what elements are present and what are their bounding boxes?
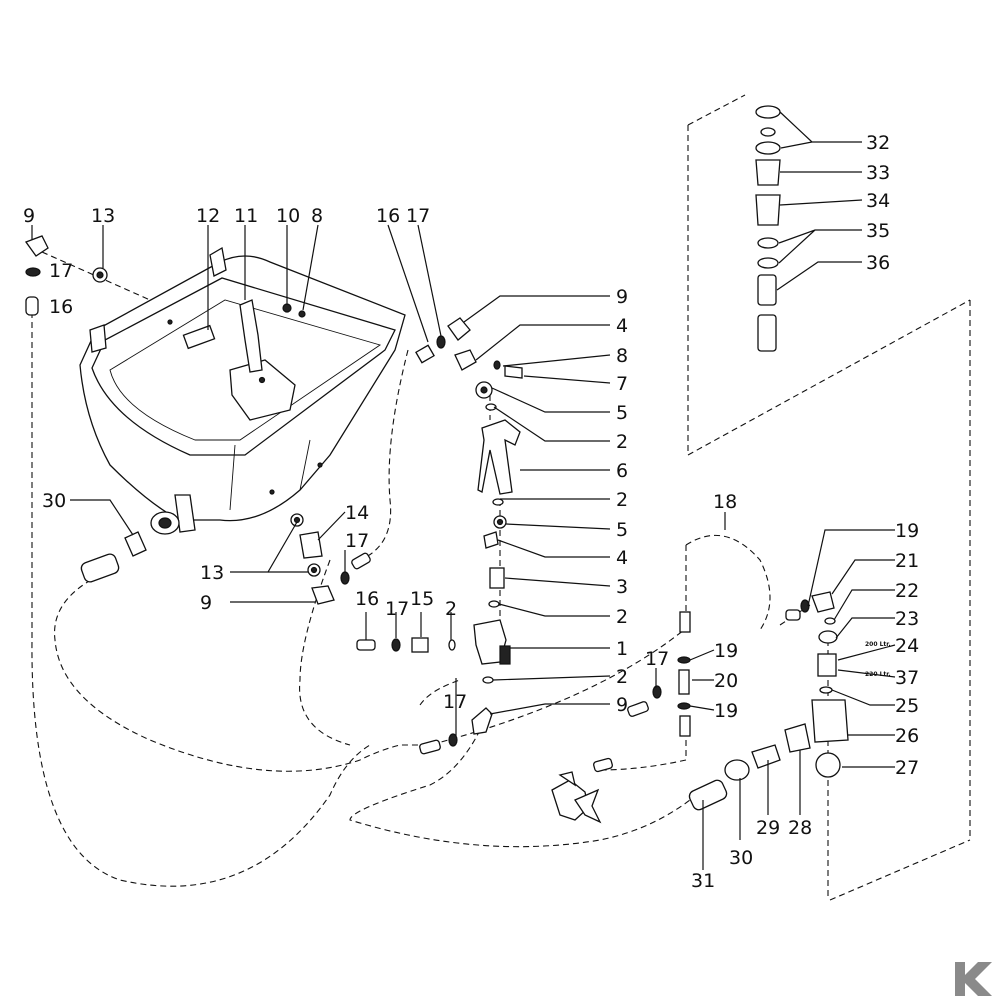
parts-top-right-inset [755, 105, 781, 352]
label-14: 14 [345, 502, 369, 524]
label-19: 19 [714, 700, 738, 722]
leader-lines [31, 111, 896, 870]
label-10: 10 [276, 205, 300, 227]
label-19: 19 [895, 520, 919, 542]
label-9: 9 [616, 694, 628, 716]
label-21: 21 [895, 550, 919, 572]
label-34: 34 [866, 190, 890, 212]
label-27: 27 [895, 757, 919, 779]
hopper-tank [79, 246, 406, 535]
label-17: 17 [645, 648, 669, 670]
label-17: 17 [385, 598, 409, 620]
label-24: 24 [895, 635, 919, 657]
label-32: 32 [866, 132, 890, 154]
label-2: 2 [616, 606, 628, 628]
label-5: 5 [616, 519, 628, 541]
label-28: 28 [788, 817, 812, 839]
label-15: 15 [410, 588, 434, 610]
label-37: 37 [895, 667, 919, 689]
label-2: 2 [445, 598, 457, 620]
label-18: 18 [713, 491, 737, 513]
parts-right-cluster [551, 591, 849, 824]
label-4: 4 [616, 315, 628, 337]
label-16: 16 [49, 296, 73, 318]
parts-lower-left [80, 513, 456, 653]
label-11: 11 [234, 205, 258, 227]
part-number-labels: 9 13 12 11 10 8 16 17 17 16 9 4 8 7 5 2 … [23, 132, 919, 892]
label-8: 8 [616, 345, 628, 367]
label-12: 12 [196, 205, 220, 227]
label-9: 9 [200, 592, 212, 614]
label-25: 25 [895, 695, 919, 717]
label-22: 22 [895, 580, 919, 602]
label-26: 26 [895, 725, 919, 747]
label-17: 17 [443, 691, 467, 713]
label-6: 6 [616, 460, 628, 482]
label-19: 19 [714, 640, 738, 662]
label-9: 9 [23, 205, 35, 227]
label-20: 20 [714, 670, 738, 692]
label-3: 3 [616, 576, 628, 598]
valve-column [415, 317, 523, 755]
label-35: 35 [866, 220, 890, 242]
label-23: 23 [895, 608, 919, 630]
label-36: 36 [866, 252, 890, 274]
label-4: 4 [616, 547, 628, 569]
label-2: 2 [616, 489, 628, 511]
label-17: 17 [406, 205, 430, 227]
label-13: 13 [91, 205, 115, 227]
label-16: 16 [355, 588, 379, 610]
label-13: 13 [200, 562, 224, 584]
variant-tag-lower: 220 Ltr. [865, 671, 891, 678]
label-30: 30 [42, 490, 66, 512]
label-17: 17 [49, 260, 73, 282]
label-30: 30 [729, 847, 753, 869]
label-9: 9 [616, 286, 628, 308]
label-2: 2 [616, 666, 628, 688]
variant-tag-upper: 200 Ltr. [865, 641, 891, 648]
label-2: 2 [616, 431, 628, 453]
label-31: 31 [691, 870, 715, 892]
label-7: 7 [616, 373, 628, 395]
label-17: 17 [345, 530, 369, 552]
label-16: 16 [376, 205, 400, 227]
parts-top-left [24, 235, 108, 316]
label-1: 1 [616, 638, 628, 660]
label-33: 33 [866, 162, 890, 184]
label-8: 8 [311, 205, 323, 227]
label-5: 5 [616, 402, 628, 424]
watermark-logo-icon [955, 962, 992, 996]
assembly-dash-lines [31, 94, 971, 901]
label-29: 29 [756, 817, 780, 839]
